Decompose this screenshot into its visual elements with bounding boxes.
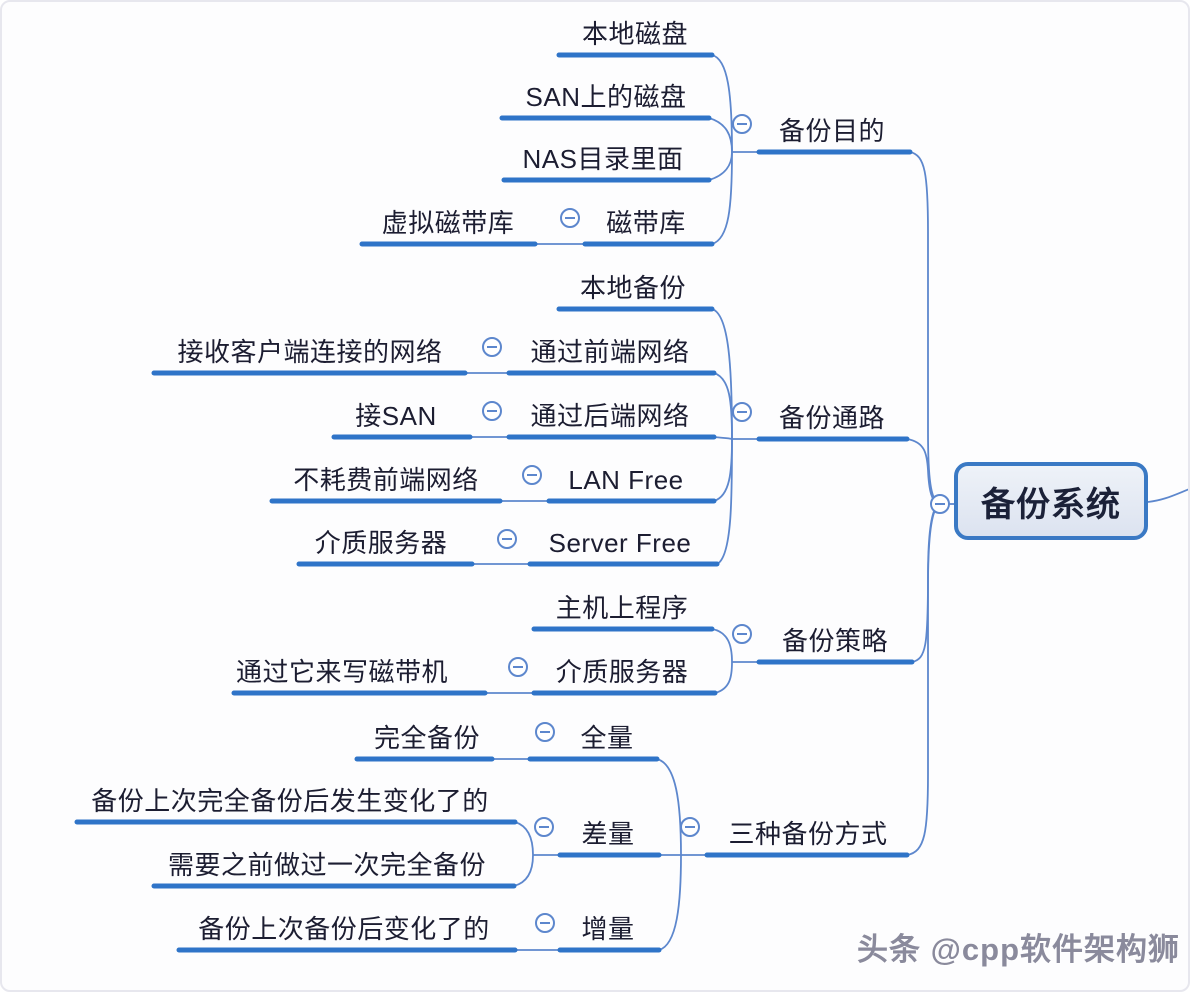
collapse-icon-incremental[interactable] xyxy=(535,913,555,933)
node-three-backup-methods[interactable]: 三种备份方式 xyxy=(728,819,888,849)
collapse-icon-front-end-network[interactable] xyxy=(482,337,502,357)
node-incremental[interactable]: 增量 xyxy=(581,914,635,944)
collapse-icon-backup-path[interactable] xyxy=(732,402,752,422)
collapse-icon-lan-free[interactable] xyxy=(522,465,542,485)
collapse-icon-tape-library[interactable] xyxy=(560,208,580,228)
node-backup-destination[interactable]: 备份目的 xyxy=(778,116,886,146)
node-media-server-strategy[interactable]: 介质服务器 xyxy=(555,657,689,687)
node-no-front-end-cost[interactable]: 不耗费前端网络 xyxy=(293,465,479,495)
node-write-tape-via-it[interactable]: 通过它来写磁带机 xyxy=(235,657,449,687)
collapse-icon-differential[interactable] xyxy=(534,817,554,837)
node-differential[interactable]: 差量 xyxy=(581,819,635,849)
node-san-disk[interactable]: SAN上的磁盘 xyxy=(525,82,687,112)
node-incr-changed-since-last[interactable]: 备份上次备份后变化了的 xyxy=(198,914,490,944)
node-diff-changed-since-full[interactable]: 备份上次完全备份后发生变化了的 xyxy=(91,786,489,816)
collapse-icon-root[interactable] xyxy=(930,494,950,514)
collapse-icon-full-amount[interactable] xyxy=(535,722,555,742)
collapse-icon-server-free[interactable] xyxy=(497,529,517,549)
node-local-backup[interactable]: 本地备份 xyxy=(579,273,687,303)
node-diff-requires-prior-full[interactable]: 需要之前做过一次完全备份 xyxy=(167,850,487,880)
node-lan-free[interactable]: LAN Free xyxy=(568,465,684,495)
collapse-icon-media-server[interactable] xyxy=(508,657,528,677)
node-media-server-path[interactable]: 介质服务器 xyxy=(314,528,448,558)
node-backup-strategy[interactable]: 备份策略 xyxy=(781,626,889,656)
node-complete-backup[interactable]: 完全备份 xyxy=(373,723,481,753)
node-full-amount[interactable]: 全量 xyxy=(580,723,634,753)
node-connect-san[interactable]: 接SAN xyxy=(355,401,437,431)
root-node-backup-system[interactable]: 备份系统 xyxy=(954,462,1148,540)
collapse-icon-three-backup-methods[interactable] xyxy=(680,817,700,837)
node-host-program[interactable]: 主机上程序 xyxy=(555,593,689,623)
node-front-end-network[interactable]: 通过前端网络 xyxy=(530,337,690,367)
node-client-connection-network[interactable]: 接收客户端连接的网络 xyxy=(177,337,443,367)
node-server-free[interactable]: Server Free xyxy=(548,528,692,558)
watermark: 头条 @cpp软件架构狮 xyxy=(857,932,1180,967)
node-nas-directory[interactable]: NAS目录里面 xyxy=(522,144,684,174)
collapse-icon-backup-strategy[interactable] xyxy=(732,624,752,644)
node-local-disk[interactable]: 本地磁盘 xyxy=(581,19,689,49)
collapse-icon-back-end-network[interactable] xyxy=(482,401,502,421)
collapse-icon-backup-destination[interactable] xyxy=(732,114,752,134)
node-tape-library[interactable]: 磁带库 xyxy=(606,208,686,238)
node-backup-path[interactable]: 备份通路 xyxy=(778,403,886,433)
node-virtual-tape-library[interactable]: 虚拟磁带库 xyxy=(381,208,515,238)
node-back-end-network[interactable]: 通过后端网络 xyxy=(530,401,690,431)
